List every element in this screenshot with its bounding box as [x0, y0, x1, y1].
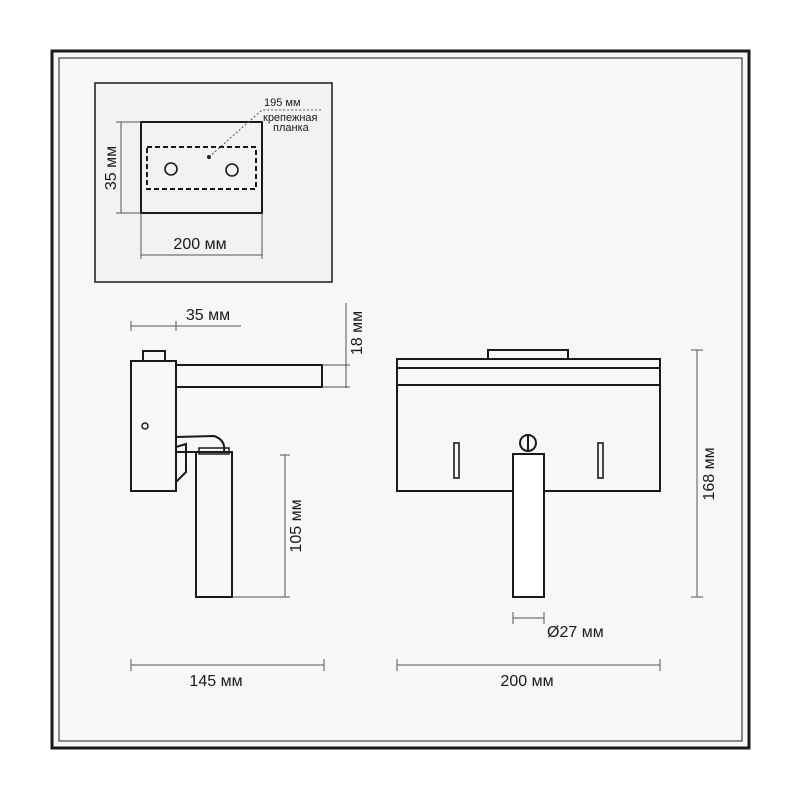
side-shade	[195, 451, 233, 598]
side-screw	[141, 422, 149, 430]
arm	[175, 364, 323, 388]
plate-label-line1: крепежная	[263, 112, 318, 124]
front-knob	[519, 434, 537, 452]
shade-length-label: 105 мм	[288, 499, 305, 552]
side-view: 35 мм 18 мм 105 мм 145 мм	[130, 303, 366, 690]
slot-left	[453, 442, 460, 479]
slot-right	[597, 442, 604, 479]
side-depth-label: 35 мм	[186, 307, 230, 324]
front-width-label: 200 мм	[500, 673, 553, 690]
side-shade-cap	[198, 447, 230, 455]
mounting-hole-left	[164, 162, 178, 176]
front-view: 168 мм Ø27 мм 200 мм	[396, 349, 718, 690]
front-height-label: 168 мм	[701, 447, 718, 500]
wall-plate	[130, 360, 177, 492]
top-view-inset: 195 мм крепежная планка 35 мм 200 мм	[94, 82, 333, 283]
arm-thickness-label: 18 мм	[349, 311, 366, 355]
inner-frame	[58, 57, 743, 742]
inset-height-label: 35 мм	[103, 146, 120, 190]
top-view-body	[140, 121, 263, 214]
mounting-plate	[146, 146, 257, 190]
mounting-hole-right	[225, 163, 239, 177]
front-shade	[512, 453, 545, 598]
diameter-label: Ø27 мм	[547, 624, 604, 641]
joint-bracket	[175, 442, 187, 483]
inset-width-label: 200 мм	[173, 236, 226, 253]
inset-frame	[94, 82, 333, 283]
reach-label: 145 мм	[189, 673, 242, 690]
plate-label-line2: планка	[273, 122, 310, 134]
plate-width-label: 195 мм	[264, 97, 301, 109]
